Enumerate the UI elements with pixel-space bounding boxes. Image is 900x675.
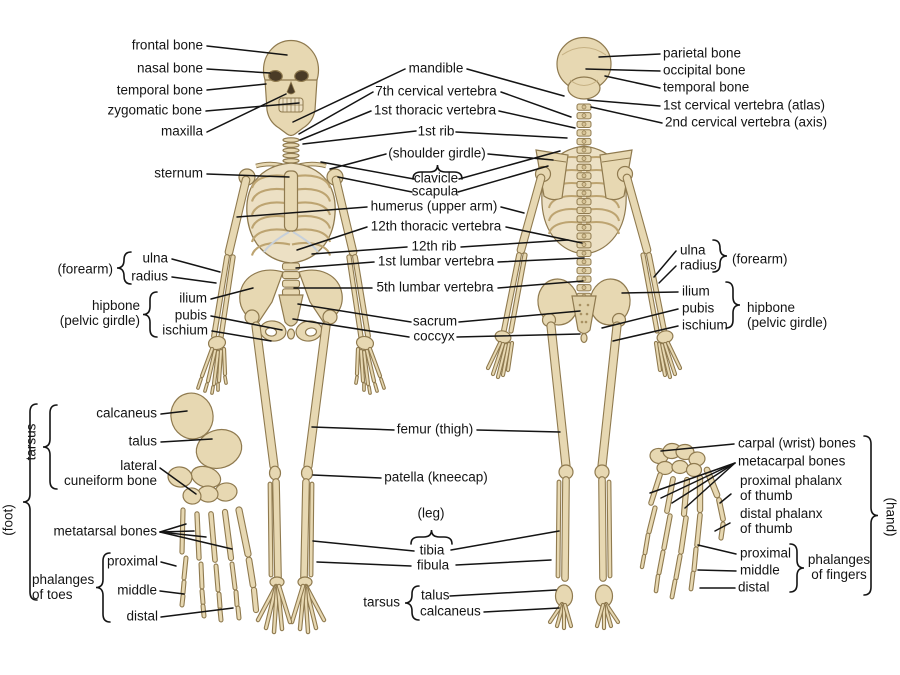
skeleton-front-view [196, 39, 386, 635]
grouping-braces [22, 164, 879, 623]
hand-closeup [639, 442, 726, 600]
foot-closeup [167, 392, 260, 623]
skeleton-back-view [485, 36, 683, 631]
leader-lines [159, 45, 737, 618]
